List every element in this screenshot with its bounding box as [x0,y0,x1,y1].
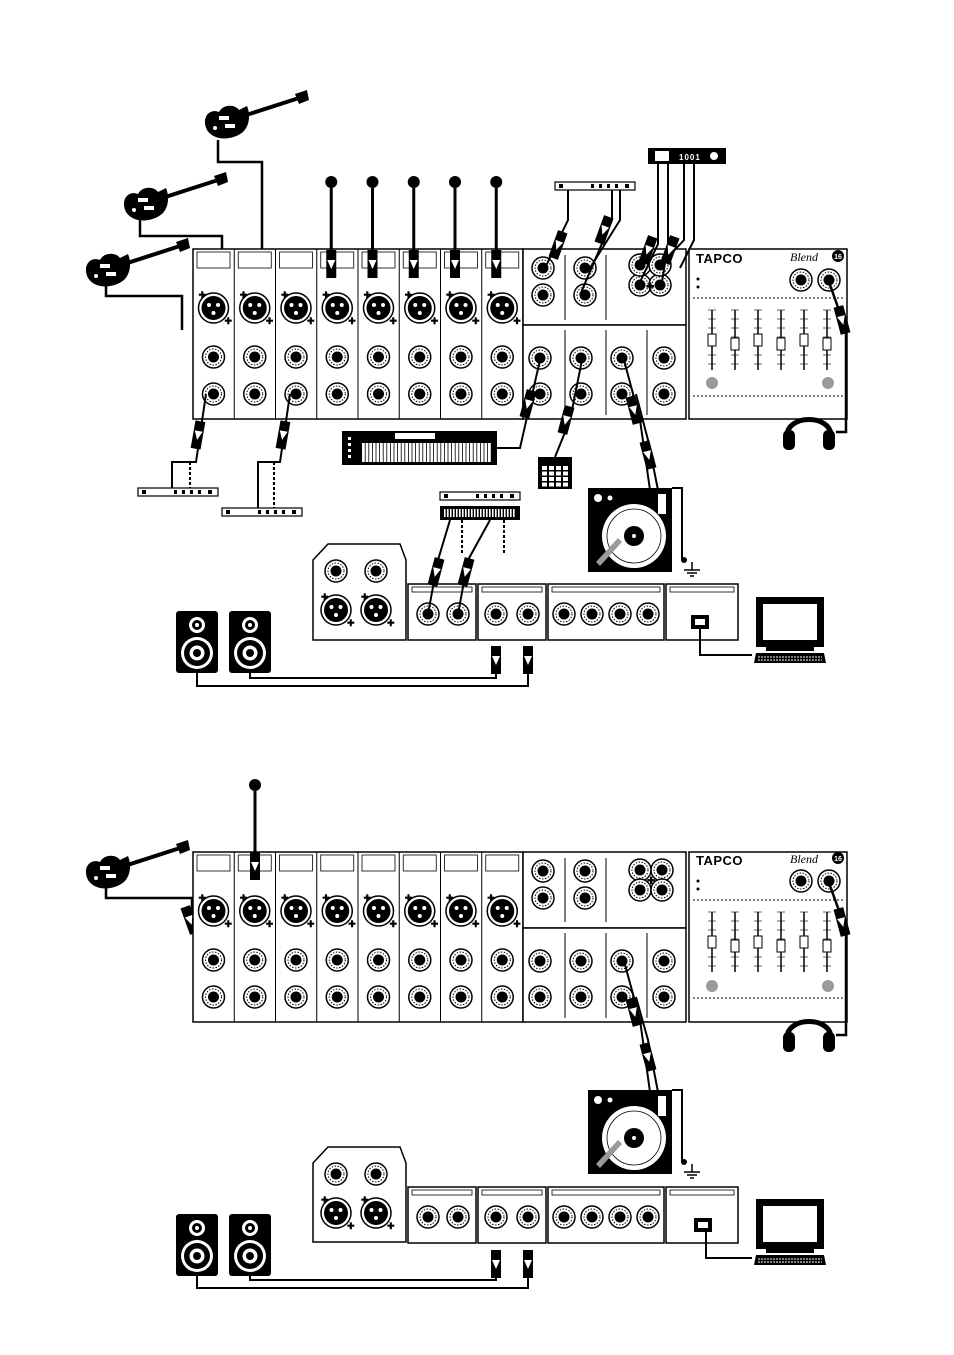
guitar-icon [124,172,228,221]
microphone-icon [367,176,379,250]
svg-text:✚: ✚ [646,282,655,293]
ground-symbol-icon [684,562,700,576]
microphone-icon [249,779,261,853]
guitar-icon [86,238,190,287]
svg-text:✚: ✚ [647,876,656,887]
simple-setup-diagram: ✚ TAPCO Blend 16 [86,779,851,1288]
computer-icon [754,597,826,663]
monitor-speaker-icon [229,1214,271,1276]
mixer-model-number: 16 [834,254,842,261]
monitor-speaker-icon [229,611,271,673]
full-setup-diagram: ✚ TAPCO Blend 16 100 [86,90,851,686]
mixer-brand: TAPCO [696,853,743,868]
mixer-brand: TAPCO [696,251,743,266]
mixer-model: Blend [790,852,819,866]
headphones-icon [783,1022,835,1053]
microphone-icon [408,176,420,250]
ground-symbol-icon [684,1164,700,1178]
monitor-speaker-icon [176,611,218,673]
mixer-model-number: 16 [834,856,842,863]
turntable-icon [588,1090,672,1174]
rack-processor-icon [222,508,302,516]
rack-processor-icon [138,488,218,496]
microphone-icon [490,176,502,250]
processor-display: 1001 [679,153,701,162]
computer-icon [754,1199,826,1265]
mixer-model: Blend [790,250,819,264]
rack-processor-icon [555,182,635,190]
monitor-speaker-icon [176,1214,218,1276]
headphones-icon [783,420,835,451]
turntable-icon [588,488,672,572]
rack-processor-icon [440,492,520,500]
microphone-icon [325,176,337,250]
guitar-icon [205,90,309,139]
microphone-icon [449,176,461,250]
guitar-icon [86,840,190,889]
